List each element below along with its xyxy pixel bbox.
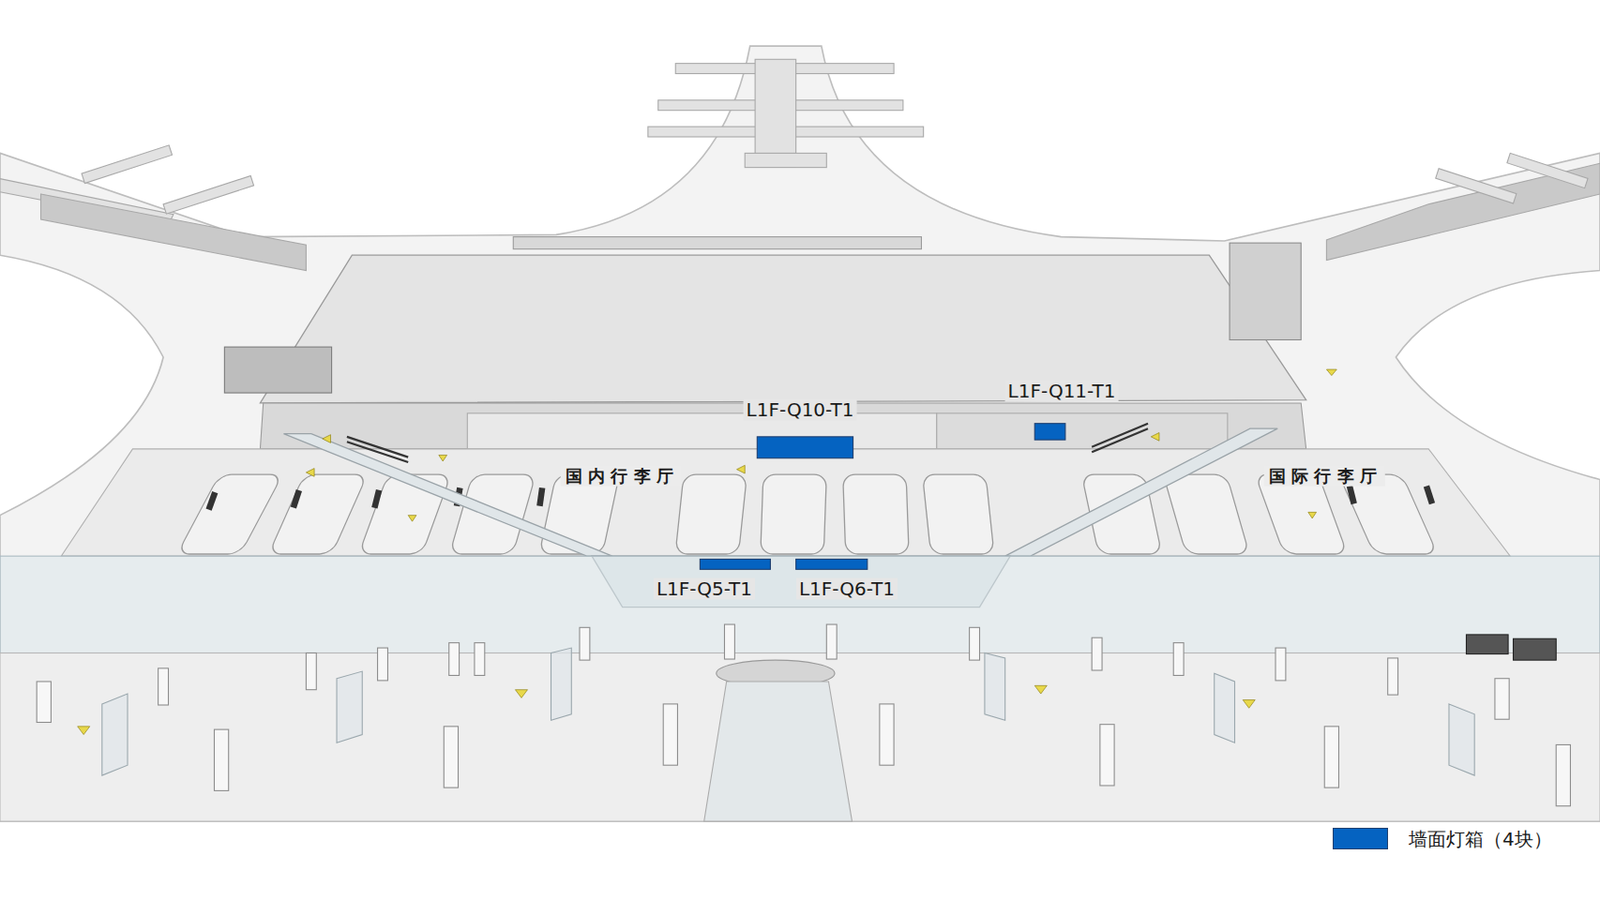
building-block (1229, 242, 1301, 340)
terminal-outline (0, 45, 1600, 822)
position-code: L1F-Q11-T1 (1005, 380, 1119, 403)
carousel-feeds (206, 485, 1436, 512)
equipment-box (1513, 638, 1557, 661)
hall-name: 国内行李厅 (560, 467, 682, 487)
lower-floor (0, 653, 1600, 823)
wall-block (936, 413, 1228, 450)
legend-swatch (1332, 828, 1389, 850)
position-code: L1F-Q10-T1 (743, 399, 858, 422)
baggage-carousels (177, 474, 1438, 555)
wall-panels (102, 648, 1475, 776)
upper-floor (259, 255, 1306, 404)
building-block (513, 237, 921, 250)
glass-band (0, 556, 1600, 653)
equipment-box (1465, 634, 1509, 655)
position-code: L1F-Q6-T1 (796, 578, 898, 601)
baggage-hall-floor (60, 449, 1510, 557)
position-code: L1F-Q5-T1 (653, 578, 755, 601)
columns (36, 624, 1570, 807)
central-ramp (704, 681, 853, 822)
pier-detail (0, 59, 1600, 271)
wall-lightboxes (699, 423, 1066, 571)
hall-name: 国际行李厅 (1264, 467, 1386, 487)
legend-text: 墙面灯箱（4块） (1408, 827, 1553, 853)
wall-block (467, 413, 936, 450)
direction-arrows (77, 369, 1338, 736)
building-block (224, 347, 332, 393)
